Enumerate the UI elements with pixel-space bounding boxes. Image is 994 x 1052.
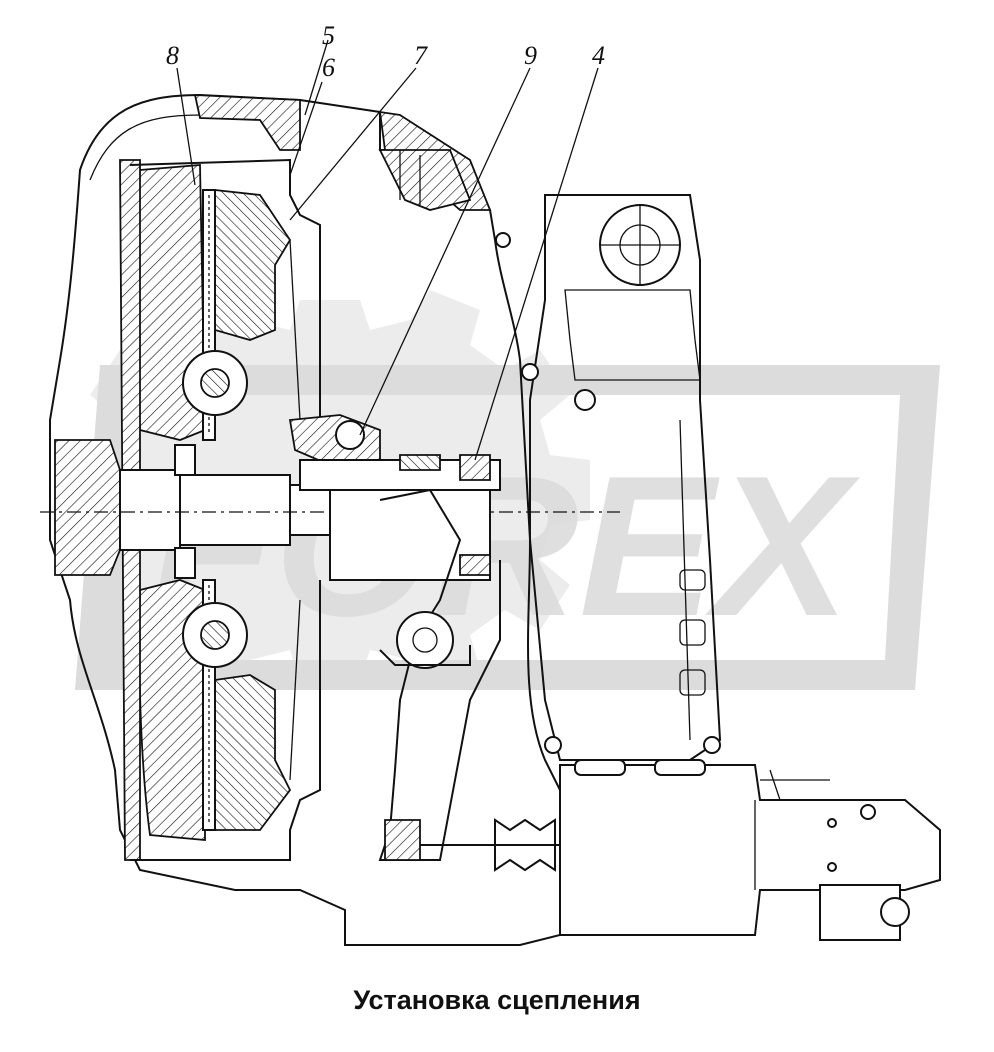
callout-8: 8	[166, 41, 179, 70]
clutch-cover	[129, 158, 321, 861]
release-bearing	[288, 414, 501, 581]
callout-7: 7	[414, 41, 428, 70]
gearbox-housing	[495, 194, 722, 761]
callout-labels: 8 5 6 7 9 4	[166, 21, 605, 82]
figure-caption: Установка сцепления	[353, 985, 641, 1015]
callout-9: 9	[524, 41, 537, 70]
leader-lines	[176, 39, 599, 461]
callout-5: 5	[322, 21, 335, 50]
callout-6: 6	[322, 53, 335, 82]
release-fork	[378, 488, 501, 861]
clutch-booster	[420, 759, 941, 941]
input-shaft	[40, 439, 620, 579]
watermark-text: FOREX	[150, 435, 861, 658]
damper-springs	[182, 350, 248, 668]
callout-4: 4	[592, 41, 605, 70]
pressure-plate	[214, 188, 292, 831]
